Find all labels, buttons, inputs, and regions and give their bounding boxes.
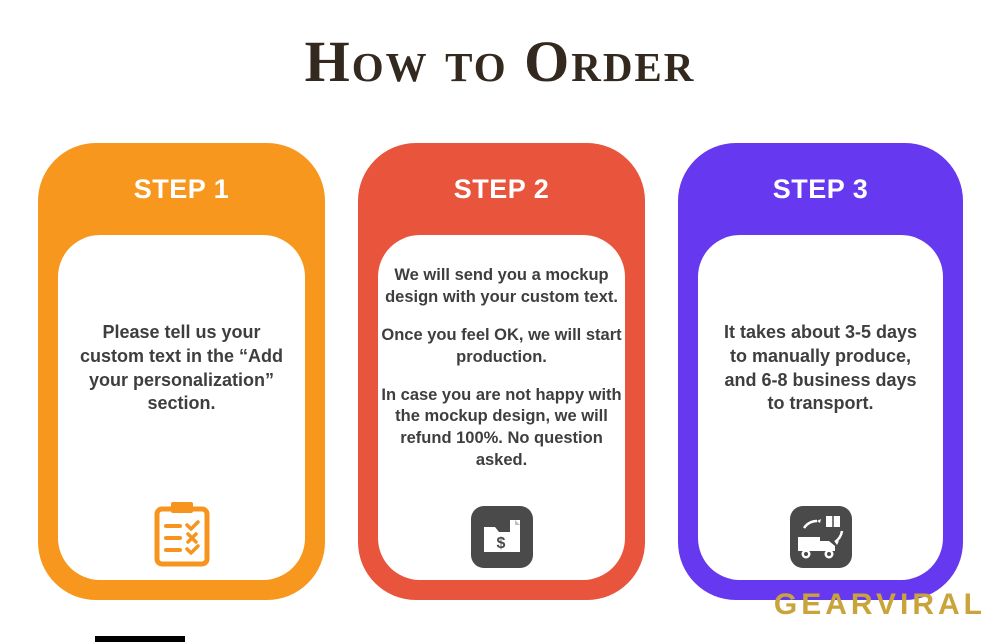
money-folder-icon: $ [470,506,533,568]
step-1-paragraph: Please tell us your custom text in the “… [79,322,283,414]
shipping-truck-icon [789,506,852,568]
step-2-panel: We will send you a mockup design with yo… [378,235,625,580]
step-2-card: STEP 2 We will send you a mockup design … [358,143,645,600]
gearviral-watermark: GEARVIRAL [773,588,986,621]
step-1-header: STEP 1 [38,143,325,235]
step-2-paragraph: We will send you a mockup design with yo… [385,266,618,307]
page-title: How to Order [304,29,696,94]
step-3-text: It takes about 3-5 days to manually prod… [714,235,928,496]
step-1-text: Please tell us your custom text in the “… [77,235,287,496]
step-1-label: STEP 1 [133,173,230,204]
step-2-paragraph: Once you feel OK, we will start producti… [381,325,622,366]
step-1-panel: Please tell us your custom text in the “… [58,235,305,580]
step-3-icon-area [789,496,852,568]
step-2-text: We will send you a mockup design with yo… [378,235,625,496]
step-2-icon-area: $ [470,496,533,568]
clipboard-checklist-icon [154,502,209,567]
step-1-card: STEP 1 Please tell us your custom text i… [38,143,325,600]
step-2-label: STEP 2 [453,173,550,204]
step-3-card: STEP 3 It takes about 3-5 days to manual… [678,143,963,600]
step-3-header: STEP 3 [678,143,963,235]
step-3-paragraph: It takes about 3-5 days to manually prod… [723,322,918,414]
step-3-label: STEP 3 [772,173,869,204]
bottom-edge-mark [95,636,185,642]
svg-text:$: $ [496,535,505,552]
step-1-icon-area [152,496,212,568]
step-3-panel: It takes about 3-5 days to manually prod… [698,235,943,580]
step-2-paragraph: In case you are not happy with the mocku… [381,385,622,469]
step-2-header: STEP 2 [358,143,645,235]
